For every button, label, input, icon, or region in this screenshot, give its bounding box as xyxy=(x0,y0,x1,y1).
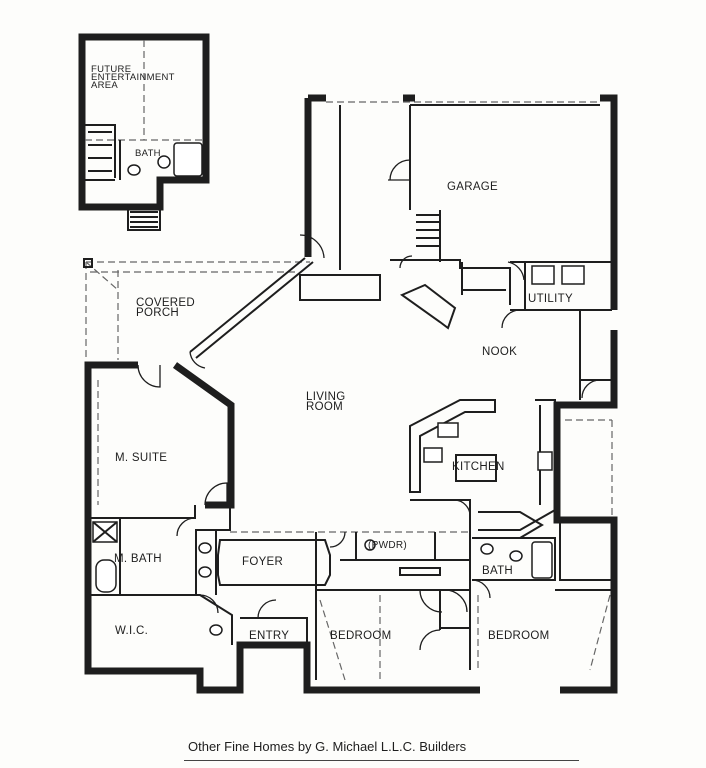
builder-footer-text: Other Fine Homes by G. Michael L.L.C. Bu… xyxy=(188,739,467,754)
label-entry: ENTRY xyxy=(249,630,290,642)
ceiling-lines xyxy=(97,380,613,681)
bath-fixtures xyxy=(92,521,553,636)
label-living-room: LIVING ROOM xyxy=(306,391,346,413)
label-kitchen: KITCHEN xyxy=(452,461,505,473)
label-utility: UTILITY xyxy=(528,293,573,305)
interior-walls xyxy=(89,499,614,680)
garage-outline xyxy=(299,101,600,330)
label-m-bath: M. BATH xyxy=(114,553,162,565)
upper-floor-plan xyxy=(78,33,210,231)
label-nook: NOOK xyxy=(482,346,518,358)
footer-underline xyxy=(184,760,579,761)
door-swings xyxy=(137,351,491,651)
label-wic: W.I.C. xyxy=(115,625,149,637)
label-future-entertainment-area: FUTURE ENTERTAINMENT AREA xyxy=(91,64,175,91)
label-m-suite: M. SUITE xyxy=(115,452,168,464)
label-garage: GARAGE xyxy=(447,181,499,193)
label-pwdr: (PWDR) xyxy=(368,540,408,551)
label-pwdr-text: PWDR xyxy=(371,540,404,551)
covered-porch-outline xyxy=(83,257,314,360)
label-bedroom-2: BEDROOM xyxy=(488,630,550,642)
label-bath: BATH xyxy=(482,565,514,577)
label-bedroom-1: BEDROOM xyxy=(330,630,392,642)
label-foyer: FOYER xyxy=(242,556,284,568)
kitchen-outline xyxy=(409,310,612,539)
label-upper-bath: BATH xyxy=(135,148,161,159)
label-covered-porch: COVERED PORCH xyxy=(136,297,195,319)
utility-outline xyxy=(501,261,612,329)
exterior-walls xyxy=(84,94,618,694)
